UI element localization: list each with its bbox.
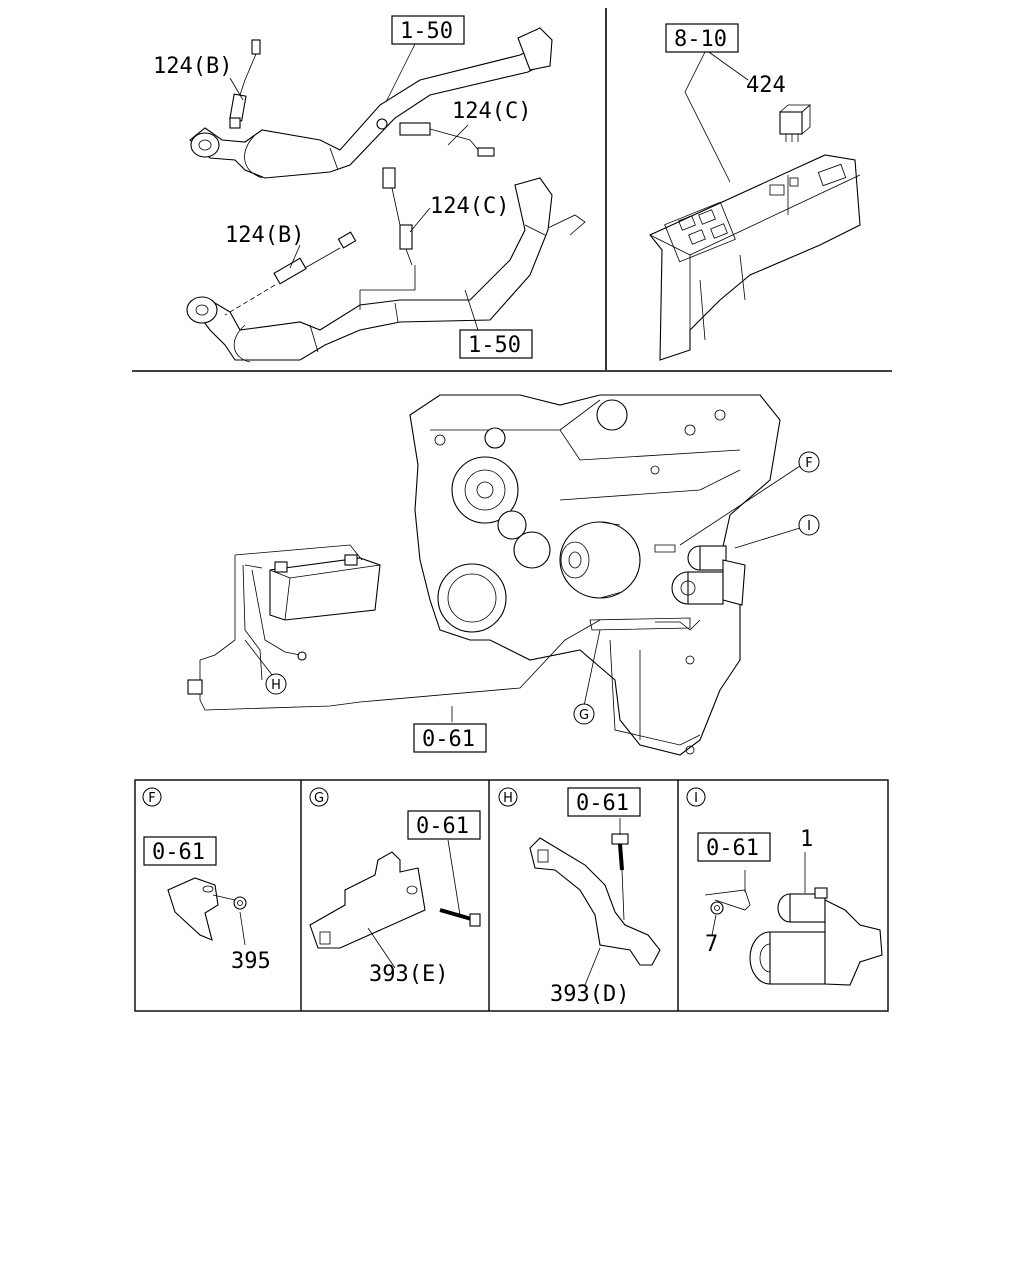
- ref-box-1-50-bottom: [459, 329, 533, 359]
- panel-g-tag: G: [314, 791, 324, 806]
- panel-i-part-1: 1: [800, 827, 813, 852]
- panel-h-tag: H: [503, 791, 513, 806]
- ref-box-8-10: [665, 23, 739, 53]
- bracket-icon: [167, 877, 219, 941]
- detail-panel-h: H 0-61 393(D): [498, 787, 661, 1007]
- part-label-124c-top: 124(C): [452, 99, 531, 124]
- panel-g-part-393e: 393(E): [369, 962, 448, 987]
- panel-i-ref: 0-61: [706, 836, 759, 861]
- part-label-124c-mid: 124(C): [430, 194, 509, 219]
- panel-g-ref: 0-61: [416, 814, 469, 839]
- alternator-icon: [559, 521, 641, 599]
- oxygen-sensor-icon-c-mid: [382, 167, 413, 266]
- oxygen-sensor-icon: [229, 39, 261, 129]
- panel-f-tag: F: [148, 791, 155, 806]
- callout-g-label: G: [579, 708, 589, 723]
- engine-icon: [409, 394, 781, 756]
- panel-f-ref: 0-61: [152, 840, 205, 865]
- flange-icon: [190, 132, 220, 158]
- fuse-box-icon: [649, 154, 861, 361]
- part-label-124b-mid: 124(B): [225, 223, 304, 248]
- callout-f-label: F: [805, 456, 812, 471]
- starter-motor-icon-detail: [749, 887, 883, 986]
- panel-i-tag: I: [694, 791, 698, 806]
- ref-box-0-61-mid: [413, 723, 487, 753]
- ref-label-1-50-top: 1-50: [400, 19, 453, 44]
- bolt-icon: [439, 908, 481, 927]
- flange-icon-lower: [186, 296, 218, 324]
- detail-panels: F 0-61 395 G 0-61: [134, 779, 889, 1012]
- detail-panel-i: I 0-61 1 7: [686, 787, 883, 986]
- battery-icon: [269, 554, 381, 621]
- callout-i-label: I: [807, 519, 811, 534]
- battery-cable: [199, 544, 601, 711]
- ref-box-1-50-top: [391, 15, 465, 45]
- nut-icon: [233, 896, 247, 910]
- lower-exhaust-pipe: [194, 177, 553, 361]
- callout-g: [573, 703, 595, 725]
- callout-f: [798, 451, 820, 473]
- panel-i-part-7: 7: [705, 932, 718, 957]
- detail-panel-g: G 0-61 393(E): [309, 787, 481, 987]
- oxygen-sensor-icon-b-mid: [224, 231, 357, 316]
- part-label-424: 424: [746, 73, 786, 98]
- pipe-flange: [517, 27, 553, 71]
- callout-h-label: H: [271, 678, 281, 693]
- panel-f-part-395: 395: [231, 949, 271, 974]
- exhaust-assembly: 1-50 1-50 124(B) 124(C) 124(C) 124(B): [153, 15, 586, 363]
- ref-label-1-50-bottom: 1-50: [468, 333, 521, 358]
- oxygen-sensor-icon-c-top: [376, 118, 495, 157]
- part-label-124b-top: 124(B): [153, 54, 232, 79]
- callout-h: [265, 673, 287, 695]
- ref-label-8-10: 8-10: [674, 27, 727, 52]
- nut-icon-i: [710, 901, 724, 915]
- bracket-icon-393d: [529, 837, 661, 966]
- starter-motor-icon: [671, 545, 746, 606]
- relay-icon: [779, 104, 812, 142]
- pulley-icon: [451, 456, 519, 524]
- detail-panel-f: F 0-61 395: [142, 787, 271, 974]
- ref-label-0-61-mid: 0-61: [422, 727, 475, 752]
- bracket-icon-393e: [309, 851, 426, 949]
- callout-i: [798, 514, 820, 536]
- panel-h-part-393d: 393(D): [550, 982, 629, 1007]
- panel-h-ref: 0-61: [576, 791, 629, 816]
